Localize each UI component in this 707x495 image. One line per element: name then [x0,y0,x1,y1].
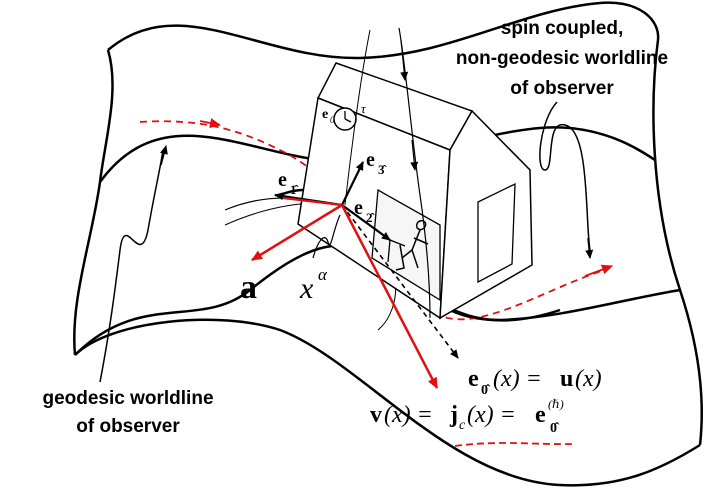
eq1-e: e [468,366,479,392]
coordinate-pointer-squiggle [312,214,341,259]
eq2-j: j [449,402,458,428]
sheet-bottom-edge [74,318,701,487]
e3-label: e [366,149,375,171]
eq1-tail: (x) [575,366,602,392]
clock-hands [344,111,352,123]
eq1-u: u [560,366,573,392]
curve-through-box [344,29,371,206]
e1-label: e [278,169,287,191]
bottom-red-dash [454,442,573,447]
spin-pointer-arrowhead [585,237,594,259]
spin-worldline-arrow-1 [199,118,221,128]
spin-worldline-dashed [139,120,611,321]
eq2-part-a: (x) = [384,402,433,428]
clock-tau: τ [361,101,367,116]
e2-sub: 2̂ [366,210,376,225]
eq2-e: e [535,402,546,428]
e3-arrow [341,161,364,206]
sheet-top-edge [107,1,660,60]
clock-e-letter: e [322,107,328,122]
observer-thin-worldline-arrow-2 [410,139,419,171]
e2-label: e [354,197,363,219]
spin-label-line3: of observer [510,78,614,99]
spin-label-line2: non-geodesic worldline [456,48,668,69]
coordinate-label: x [299,272,314,305]
eq2-sub: 0̂ [550,421,560,436]
acceleration-arrow [251,203,343,262]
geodesic-label-line1: geodesic worldline [42,388,213,409]
spin-pointer-squiggle [539,101,591,251]
eq1-middle: (x) = [493,366,542,392]
geodesic-pointer-arrowhead [160,145,168,166]
geodesic-pointer-squiggle [99,149,164,383]
box-door [477,182,516,284]
clock-e-sub: 0 [330,115,335,125]
observer-thin-worldline [398,27,431,319]
e2-arrow [341,204,391,241]
geodesic-label-line2: of observer [76,416,180,437]
eq2-j-sub: c [459,418,466,433]
eq2-v: v [370,402,382,428]
spin-worldline-arrow-2 [584,264,613,277]
red-e1-line [282,196,343,207]
e3-sub: 3̂ [378,162,388,177]
eq1-sub: 0̂ [481,383,491,398]
observer-thin-worldline-arrow [400,39,409,81]
sheet-right-edge [652,39,704,446]
velocity-arrow [340,204,439,389]
eq2-sup: (ℏ) [548,397,564,411]
eq2-part-b: (x) = [467,402,516,428]
e1-sub: 1̂ [290,182,300,197]
acceleration-label: a [240,269,257,306]
coordinate-superscript: α [318,265,328,284]
spin-label-line1: spin coupled, [501,18,623,39]
sheet-left-edge [73,49,114,356]
elevator-box [297,62,533,320]
box-right-face [439,109,533,320]
